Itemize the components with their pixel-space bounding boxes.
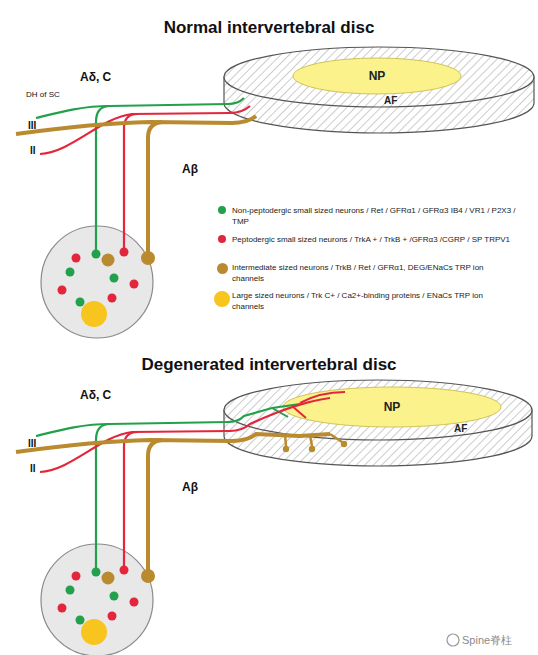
- normal-panel: [16, 98, 256, 338]
- legend-text: Peptodergic small sized neurons / TrkA +…: [232, 234, 517, 245]
- neuron: [76, 616, 85, 625]
- lamina-label: II: [30, 145, 36, 156]
- region-label: NP: [282, 386, 502, 428]
- disc-node: AFNP: [222, 378, 534, 470]
- watermark: Spine脊柱: [462, 633, 512, 648]
- neuron: [66, 268, 75, 277]
- brown-fiber: [16, 116, 256, 134]
- legend-row: Intermediate sized neurons / TrkB / Ret …: [212, 262, 532, 284]
- green-fiber: [96, 424, 110, 570]
- region-label: NP: [292, 57, 462, 95]
- legend-text: Non-peptodergic small sized neurons / Re…: [232, 205, 517, 227]
- legend-swatch: [217, 263, 228, 274]
- legend-swatch: [214, 291, 230, 307]
- neuron: [92, 568, 101, 577]
- neuron: [92, 250, 101, 259]
- neuron: [141, 251, 155, 265]
- red-fiber: [40, 106, 250, 154]
- neuron: [110, 592, 119, 601]
- legend-row: Large sized neurons / Trk C+ / Ca2+-bind…: [212, 290, 532, 312]
- neuron: [81, 301, 107, 327]
- region-label: DH of SC: [26, 90, 60, 99]
- neuron: [130, 280, 139, 289]
- region-label: AF: [384, 95, 397, 106]
- swatch-cell: [212, 262, 232, 274]
- lamina-label: III: [28, 120, 36, 131]
- nucleus-shape: [293, 58, 461, 94]
- fiber-label: Aβ: [182, 480, 198, 494]
- neuron: [81, 619, 107, 645]
- neuron: [72, 572, 81, 581]
- drg-ganglion: [41, 226, 153, 338]
- drg-ganglion: [41, 544, 153, 655]
- fiber-label: Aδ, C: [80, 70, 111, 84]
- brown-fiber: [148, 122, 162, 254]
- legend-text: Large sized neurons / Trk C+ / Ca2+-bind…: [232, 290, 517, 312]
- neuron: [130, 598, 139, 607]
- neuron: [58, 286, 67, 295]
- neuron: [66, 586, 75, 595]
- legend-text: Intermediate sized neurons / TrkB / Ret …: [232, 262, 517, 284]
- swatch-cell: [212, 234, 232, 243]
- nucleus-shape: [283, 387, 501, 427]
- neuron: [120, 566, 129, 575]
- neuron: [110, 274, 119, 283]
- nucleus-node: NP: [282, 386, 502, 428]
- swatch-cell: [212, 290, 232, 307]
- neuron: [58, 604, 67, 613]
- neuron: [108, 612, 117, 621]
- red-fiber: [124, 432, 138, 568]
- disc-top: [224, 380, 532, 440]
- brown-fiber: [148, 440, 162, 572]
- nucleus-node: NP: [292, 57, 462, 95]
- legend-swatch: [218, 206, 226, 214]
- neuron: [120, 248, 129, 257]
- lamina-label: II: [30, 463, 36, 474]
- neuron: [141, 569, 155, 583]
- disc-node: AFNP: [222, 45, 536, 137]
- neuron: [102, 254, 115, 267]
- region-label: AF: [454, 423, 467, 434]
- neuron: [108, 294, 117, 303]
- disc-top: [224, 47, 534, 107]
- legend-swatch: [218, 235, 226, 243]
- lamina-label: III: [28, 438, 36, 449]
- fiber-label: Aδ, C: [80, 388, 111, 402]
- neuron: [102, 572, 115, 585]
- watermark-icon: [447, 634, 459, 646]
- swatch-cell: [212, 205, 232, 214]
- neuron: [72, 254, 81, 263]
- green-fiber: [36, 98, 244, 118]
- legend-row: Peptodergic small sized neurons / TrkA +…: [212, 234, 532, 245]
- green-fiber: [96, 106, 110, 252]
- legend-row: Non-peptodergic small sized neurons / Re…: [212, 205, 532, 227]
- panel-title: Degenerated intervertebral disc: [0, 355, 538, 375]
- panel-title: Normal intervertebral disc: [0, 18, 538, 38]
- fiber-label: Aβ: [182, 162, 198, 176]
- red-fiber: [124, 114, 138, 250]
- neuron: [76, 298, 85, 307]
